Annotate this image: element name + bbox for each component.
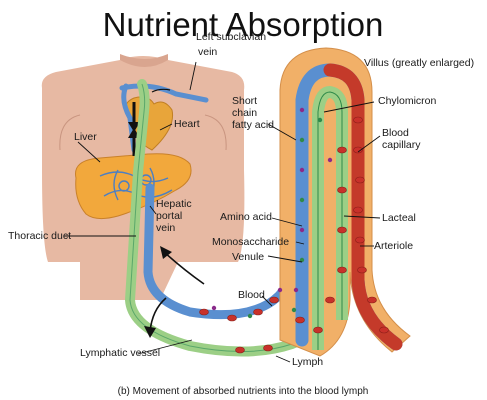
diagram-title: Nutrient Absorption (103, 6, 384, 43)
label-amino-acid: Amino acid (220, 211, 272, 223)
label-blood: Blood (382, 127, 409, 139)
label-liver: Liver (74, 131, 97, 143)
label-lacteal: Lacteal (382, 212, 416, 224)
nutrient-particle (299, 197, 305, 203)
label-left-subclavian-vein: vein (198, 46, 217, 58)
nutrient-particle (299, 137, 305, 143)
subclavian-arrow (151, 88, 171, 93)
label-short: Short (232, 95, 257, 107)
flow-arrow-lymph-head (144, 326, 156, 338)
red-blood-cell (295, 316, 305, 324)
label-arteriole: Arteriole (374, 240, 413, 252)
red-blood-cell (337, 186, 347, 194)
red-blood-cell (269, 296, 279, 304)
nutrient-particle (299, 257, 305, 263)
red-blood-cell (337, 266, 347, 274)
label-thoracic-duct: Thoracic duct (8, 230, 71, 242)
nutrient-particle (299, 227, 305, 233)
label-hepatic: Hepatic (156, 198, 192, 210)
label-blood-vessel: Blood (238, 289, 265, 301)
red-blood-cell (353, 116, 363, 124)
leader-lines (64, 61, 381, 363)
label-capillary: capillary (382, 139, 421, 151)
nutrient-particle (299, 107, 305, 113)
flow-arrow-portal-head (160, 246, 172, 259)
red-blood-cell (353, 206, 363, 214)
red-blood-cell (355, 176, 365, 184)
label-chain: chain (232, 107, 257, 119)
label-venule: Venule (232, 251, 264, 263)
red-blood-cell (337, 146, 347, 154)
heart-arrow-down-head (128, 122, 140, 132)
label-portal: portal (156, 210, 182, 222)
red-blood-cell (253, 308, 263, 316)
nutrient-particle (291, 307, 297, 313)
blood-cells (199, 107, 389, 354)
red-blood-cell (313, 326, 323, 334)
label-fatty-acid: fatty acid (232, 119, 274, 131)
red-blood-cell (337, 226, 347, 234)
red-blood-cell (355, 236, 365, 244)
label-left-subclavian: Left subclavian (196, 31, 266, 43)
vena-cava (121, 83, 137, 153)
labels: Left subclavian vein Heart Liver Hepatic… (8, 31, 474, 368)
nutrient-particle (247, 313, 253, 319)
label-monosaccharide: Monosaccharide (212, 236, 289, 248)
red-blood-cell (379, 326, 389, 334)
nutrient-particle (299, 167, 305, 173)
red-blood-cell (235, 346, 245, 354)
label-chylomicron: Chylomicron (378, 95, 437, 107)
nutrient-particle (211, 305, 217, 311)
label-lymph: Lymph (292, 356, 323, 368)
nutrient-particle (277, 287, 283, 293)
label-heart: Heart (174, 118, 200, 130)
red-blood-cell (357, 266, 367, 274)
nutrient-particle (293, 287, 299, 293)
label-vein: vein (156, 222, 175, 234)
red-blood-cell (227, 314, 237, 322)
label-villus: Villus (greatly enlarged) (364, 57, 474, 69)
red-blood-cell (367, 296, 377, 304)
nutrient-particle (327, 157, 333, 163)
red-blood-cell (199, 308, 209, 316)
villus (279, 47, 411, 357)
nutrient-particle (317, 117, 323, 123)
figure-caption: (b) Movement of absorbed nutrients into … (118, 386, 369, 397)
red-blood-cell (263, 344, 273, 352)
red-blood-cell (325, 296, 335, 304)
red-blood-cell (353, 146, 363, 154)
label-lymphatic-vessel: Lymphatic vessel (80, 347, 160, 359)
